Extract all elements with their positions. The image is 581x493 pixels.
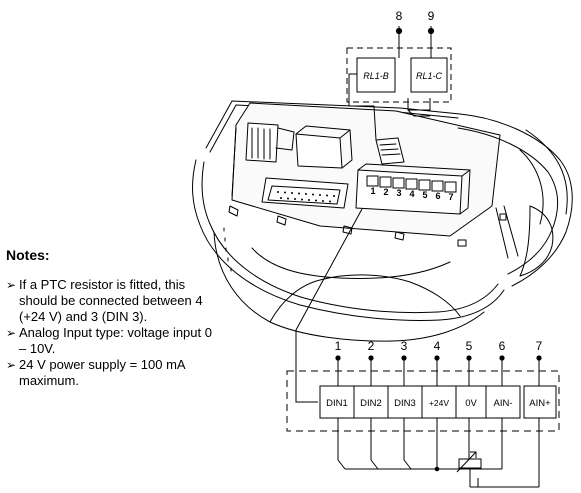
terminal-label: 0V: [465, 398, 477, 409]
terminal-callout: [286, 208, 560, 488]
connector-digit: 4: [409, 189, 414, 199]
connector-digit: 6: [435, 191, 440, 201]
terminal-box: [387, 385, 423, 419]
terminal-label: DIN1: [326, 398, 348, 409]
terminal-text: 1 2 3 4 5 6 7 DIN1 DIN2 DIN3 +24V 0V AIN…: [326, 339, 551, 409]
relay-pin-number: 9: [428, 9, 435, 23]
bullet-arrow-icon: ➢: [6, 326, 17, 340]
terminal-pin-number: 5: [466, 339, 473, 353]
terminal-label: DIN2: [360, 398, 382, 409]
note-item: ➢ Analog Input type: voltage input 0 – 1…: [6, 325, 216, 357]
relay-callout: [346, 26, 452, 141]
connector-digit: 2: [383, 187, 388, 197]
note-text: If a PTC resistor is fitted, this should…: [19, 277, 203, 324]
note-text: 24 V power supply = 100 mA maximum.: [19, 357, 185, 388]
terminal-pin-number: 1: [335, 339, 342, 353]
connector-digit: 7: [448, 192, 453, 202]
relay-text: 8 9 RL1-B RL1-C: [363, 9, 442, 81]
terminal-label: AIN-: [494, 398, 513, 409]
relay-pin-dot: [427, 27, 435, 35]
connector-screw-slots: [366, 175, 457, 193]
connector-digit: 5: [422, 190, 427, 200]
terminal-dashed-frame: [286, 370, 560, 432]
relay-terminal-c: [410, 57, 448, 93]
terminal-box: [485, 385, 521, 419]
terminal-box: [421, 385, 457, 419]
relay-terminal-b: [356, 57, 396, 93]
bullet-arrow-icon: ➢: [6, 358, 17, 372]
note-text: Analog Input type: voltage input 0 – 10V…: [19, 325, 212, 356]
terminal-pin-number: 2: [368, 339, 375, 353]
connector-pin-digits: 1 2 3 4 5 6 7: [370, 186, 453, 202]
note-item: ➢ If a PTC resistor is fitted, this shou…: [6, 277, 216, 325]
enclosure-illustration: [192, 100, 573, 342]
terminal-pin-number: 7: [536, 339, 543, 353]
terminal-label: AIN+: [529, 398, 551, 409]
relay-label: RL1-B: [363, 71, 389, 81]
relay-pin-number: 8: [396, 9, 403, 23]
notes-title: Notes:: [6, 247, 50, 263]
terminal-label: DIN3: [394, 398, 416, 409]
relay-pin-dot: [395, 27, 403, 35]
terminal-pin-number: 3: [401, 339, 408, 353]
notes-panel: Notes: ➢ If a PTC resistor is fitted, th…: [6, 247, 216, 389]
relay-label: RL1-C: [416, 71, 443, 81]
terminal-label: +24V: [429, 398, 449, 408]
note-item: ➢ 24 V power supply = 100 mA maximum.: [6, 357, 216, 389]
terminal-wiring-dots: [335, 355, 542, 472]
terminal-pin-number: 4: [434, 339, 441, 353]
connector-digit: 3: [396, 188, 401, 198]
connector-digit: 1: [370, 186, 375, 196]
bullet-arrow-icon: ➢: [6, 278, 17, 292]
terminal-pin-number: 6: [499, 339, 506, 353]
terminal-box: [523, 385, 557, 419]
